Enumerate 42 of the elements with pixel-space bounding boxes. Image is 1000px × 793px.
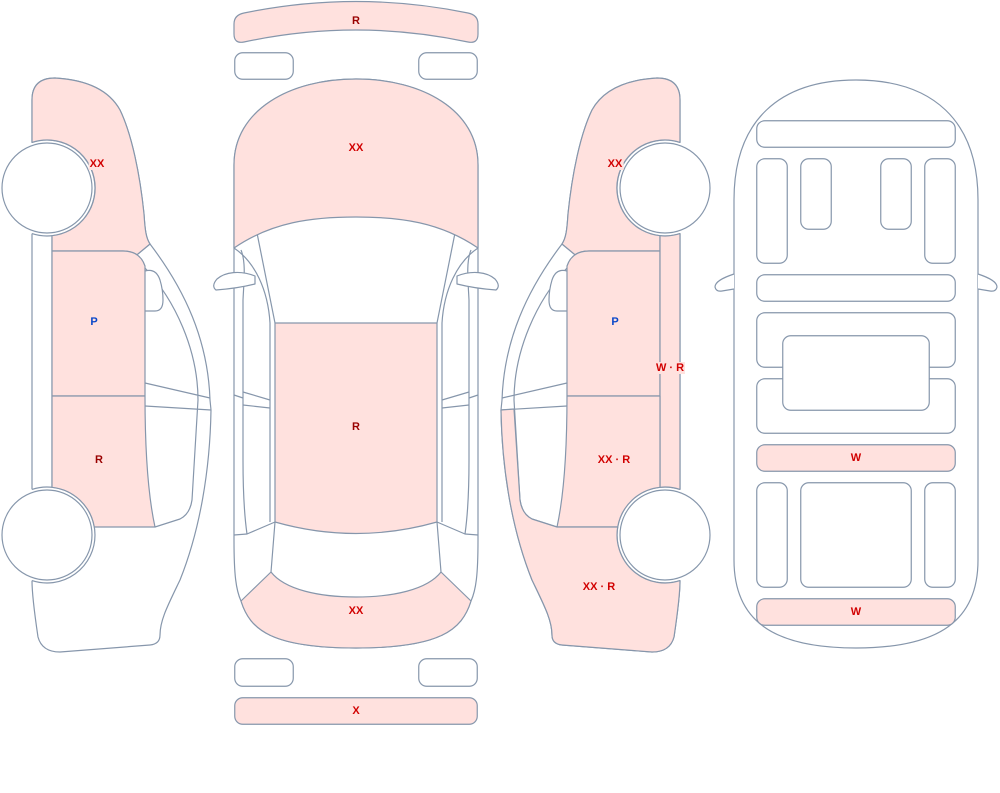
damage-code: P: [89, 316, 99, 328]
interior-panel: [756, 158, 788, 264]
interior-panel: [782, 335, 930, 411]
damage-code: W · R: [654, 362, 686, 374]
car-panel: [234, 52, 294, 80]
interior-panel: [756, 274, 956, 302]
damage-code: R: [94, 454, 104, 466]
bumper-panel: [234, 697, 478, 725]
car-panel: [233, 78, 479, 249]
interior-panel: [800, 482, 912, 588]
car-panel: [556, 395, 661, 528]
interior-panel: [756, 598, 956, 626]
car-panel: [31, 77, 151, 252]
damage-code: P: [610, 316, 620, 328]
car-panel: [418, 658, 478, 687]
car-panel: [561, 77, 681, 252]
car-panel: [418, 52, 478, 80]
damage-code: W: [850, 606, 862, 618]
interior-panel: [880, 158, 912, 230]
interior-panel: [924, 482, 956, 588]
damage-code: XX · R: [596, 454, 632, 466]
car-panel: [51, 250, 146, 397]
car-panel: [51, 395, 156, 528]
car-panel: [234, 658, 294, 687]
bumper-panel: [233, 0, 479, 44]
car-panel: [274, 322, 438, 535]
damage-code: XX: [348, 142, 364, 154]
damage-code: R: [351, 421, 361, 433]
interior-panel: [756, 482, 788, 588]
car-panel: [653, 232, 687, 491]
damage-code: XX · R: [582, 581, 616, 593]
damage-code: R: [351, 15, 361, 27]
damage-code: XX: [606, 158, 624, 170]
damage-code: XX: [348, 605, 364, 617]
interior-panel: [924, 158, 956, 264]
damage-code: W: [850, 452, 862, 464]
interior-panel: [756, 120, 956, 148]
interior-panel: [800, 158, 832, 230]
car-panel: [240, 571, 472, 649]
interior-panel: [756, 444, 956, 472]
damage-code: X: [351, 705, 361, 717]
damage-code: XX: [88, 158, 106, 170]
